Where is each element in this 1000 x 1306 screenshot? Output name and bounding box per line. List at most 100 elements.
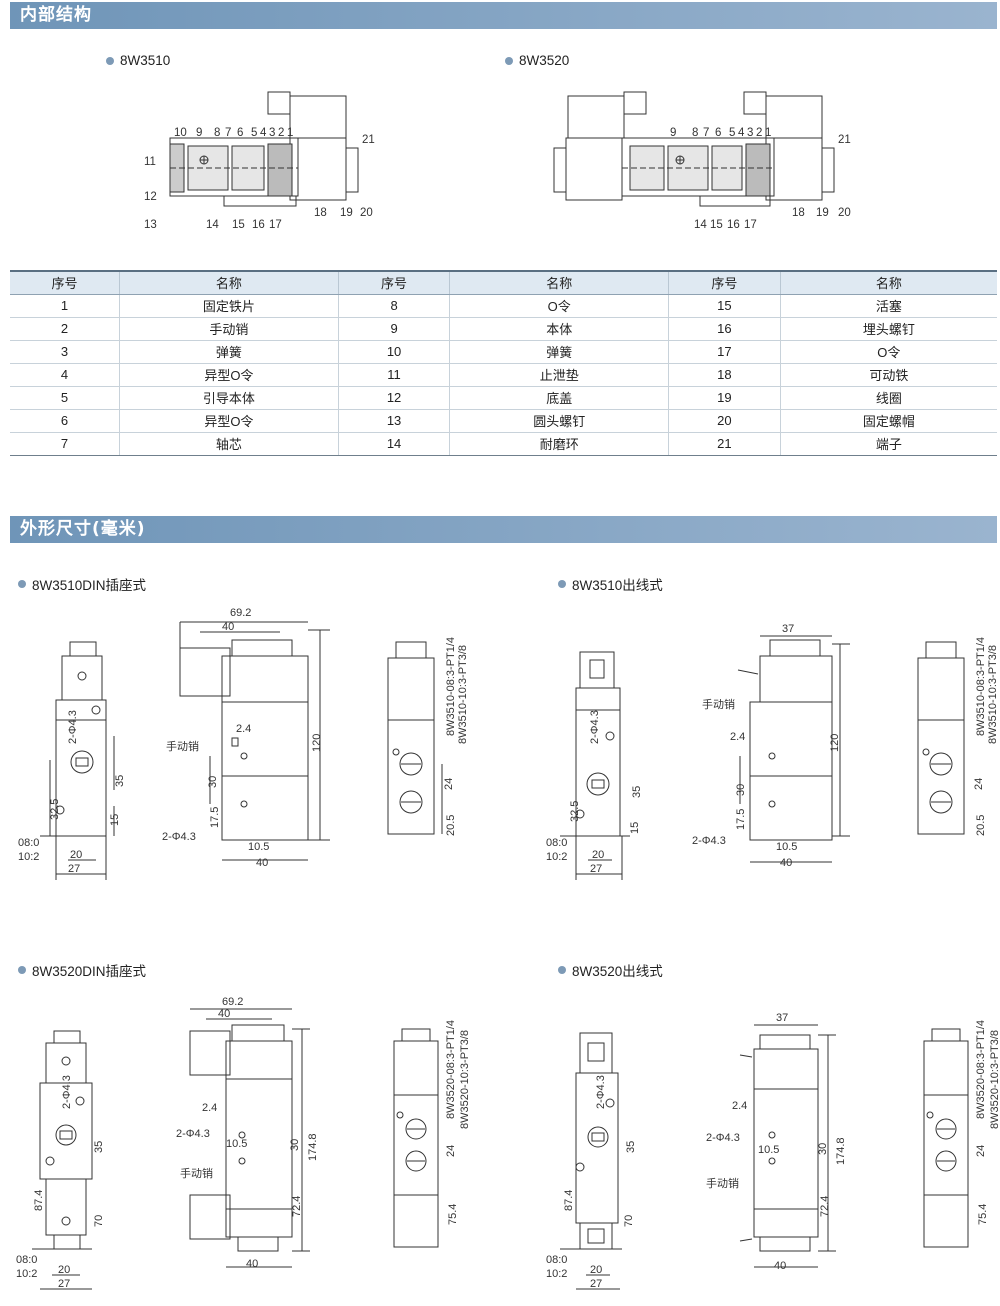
callout: 10 — [174, 127, 187, 139]
section-title-internal: 内部结构 — [10, 2, 997, 29]
dim-label: 2-Φ4.3 — [706, 1132, 740, 1144]
dim-label: 10.5 — [226, 1138, 247, 1150]
dim-label: 手动销 — [180, 1166, 213, 1180]
dim-label: 17.5 — [209, 807, 221, 828]
callout: 6 — [237, 127, 243, 139]
dim-label: 27 — [58, 1278, 70, 1290]
dim-label: 35 — [93, 1141, 105, 1153]
callout: 2 — [756, 127, 762, 139]
dim-label: 32.5 — [569, 801, 581, 822]
view-title: 8W3510出线式 — [558, 574, 663, 594]
dim-label: 24 — [443, 778, 455, 790]
table-header-row: 序号 名称 序号 名称 序号 名称 — [10, 270, 997, 295]
dim-label: 手动销 — [706, 1176, 739, 1190]
callout: 4 — [260, 127, 267, 139]
callout: 4 — [738, 127, 745, 139]
dim-label: 30 — [735, 784, 747, 796]
col-header: 序号 — [10, 270, 120, 295]
dim-label: 35 — [625, 1141, 637, 1153]
dim-label: 2.4 — [732, 1100, 747, 1112]
dim-label: 75.4 — [447, 1204, 459, 1225]
dim-label: 8W3520-10:3-PT3/8 — [989, 1030, 1000, 1129]
callout: 8 — [214, 127, 220, 139]
callout: 1 — [287, 127, 293, 139]
dim-drawing-3510-wire: 2-Φ4.3 35 32.5 15 08:0 10:2 20 27 37 手动销… — [546, 623, 999, 880]
dim-label: 手动销 — [166, 739, 199, 753]
callout: 19 — [340, 207, 353, 219]
dim-label: 20.5 — [445, 815, 457, 836]
col-header: 序号 — [337, 270, 450, 295]
section-title-external: 外形尺寸(毫米) — [10, 516, 997, 543]
dim-label: 10.5 — [758, 1144, 779, 1156]
callout: 7 — [703, 127, 709, 139]
callout: 3 — [747, 127, 753, 139]
dim-label: 24 — [973, 778, 985, 790]
dim-label: 87.4 — [33, 1190, 45, 1211]
dim-label: 35 — [114, 775, 126, 787]
callout: 17 — [269, 219, 282, 231]
dim-label: 15 — [629, 822, 641, 834]
dim-label: 174.8 — [307, 1133, 319, 1161]
dim-label: 10:2 — [546, 851, 567, 863]
bullet-dot-icon — [106, 56, 114, 65]
dim-label: 2-Φ4.3 — [176, 1128, 210, 1140]
dim-label: 30 — [207, 776, 219, 788]
dim-label: 40 — [218, 1008, 230, 1020]
view-title: 8W3510DIN插座式 — [18, 574, 146, 594]
callout: 20 — [838, 207, 851, 219]
callout: 13 — [144, 219, 157, 231]
callout: 14 — [694, 219, 707, 231]
dim-label: 8W3520-08:3-PT1/4 — [975, 1020, 987, 1119]
dim-label: 69.2 — [222, 996, 243, 1008]
dim-label: 32.5 — [49, 799, 61, 820]
dim-label: 10:2 — [18, 851, 39, 863]
col-header: 序号 — [668, 270, 781, 295]
dim-label: 8W3510-10:3-PT3/8 — [987, 645, 999, 744]
dim-label: 20 — [70, 849, 82, 861]
dim-label: 40 — [256, 857, 268, 869]
dim-label: 08:0 — [18, 837, 39, 849]
callout: 9 — [196, 127, 202, 139]
dim-label: 手动销 — [702, 697, 735, 711]
callout: 5 — [729, 127, 735, 139]
callout: 21 — [838, 134, 851, 146]
callout: 6 — [715, 127, 721, 139]
dim-label: 2-Φ4.3 — [692, 835, 726, 847]
dim-label: 08:0 — [16, 1254, 37, 1266]
callout: 18 — [792, 207, 805, 219]
dim-label: 72.4 — [291, 1196, 303, 1217]
dim-label: 120 — [311, 734, 323, 752]
dim-label: 10.5 — [776, 841, 797, 853]
bullet-dot-icon — [18, 580, 26, 588]
dim-label: 2.4 — [236, 723, 251, 735]
dim-drawing-3510-din: 2-Φ4.3 35 32.5 15 08:0 10:2 20 27 69.2 4… — [18, 607, 469, 880]
dim-label: 10:2 — [546, 1268, 567, 1280]
dim-label: 24 — [445, 1145, 457, 1157]
dim-label: 20 — [590, 1264, 602, 1276]
dim-label: 37 — [782, 623, 794, 635]
callout: 15 — [232, 219, 245, 231]
dim-label: 69.2 — [230, 607, 251, 619]
col-header: 名称 — [118, 270, 339, 295]
callout: 16 — [252, 219, 265, 231]
dim-label: 20 — [58, 1264, 70, 1276]
callout: 17 — [744, 219, 757, 231]
dim-label: 8W3520-08:3-PT1/4 — [445, 1020, 457, 1119]
dim-label: 2.4 — [202, 1102, 217, 1114]
dim-label: 2-Φ4.3 — [67, 710, 79, 744]
dim-drawing-3520-din: 2-Φ4.3 35 87.4 70 08:0 10:2 20 27 69.2 4… — [16, 996, 471, 1290]
dim-label: 120 — [829, 734, 841, 752]
dim-label: 70 — [623, 1215, 635, 1227]
dim-label: 2-Φ4.3 — [61, 1075, 73, 1109]
dim-label: 72.4 — [819, 1196, 831, 1217]
dim-label: 40 — [222, 621, 234, 633]
dim-label: 30 — [817, 1143, 829, 1155]
dim-label: 24 — [975, 1145, 987, 1157]
callout: 3 — [269, 127, 275, 139]
dim-label: 10:2 — [16, 1268, 37, 1280]
